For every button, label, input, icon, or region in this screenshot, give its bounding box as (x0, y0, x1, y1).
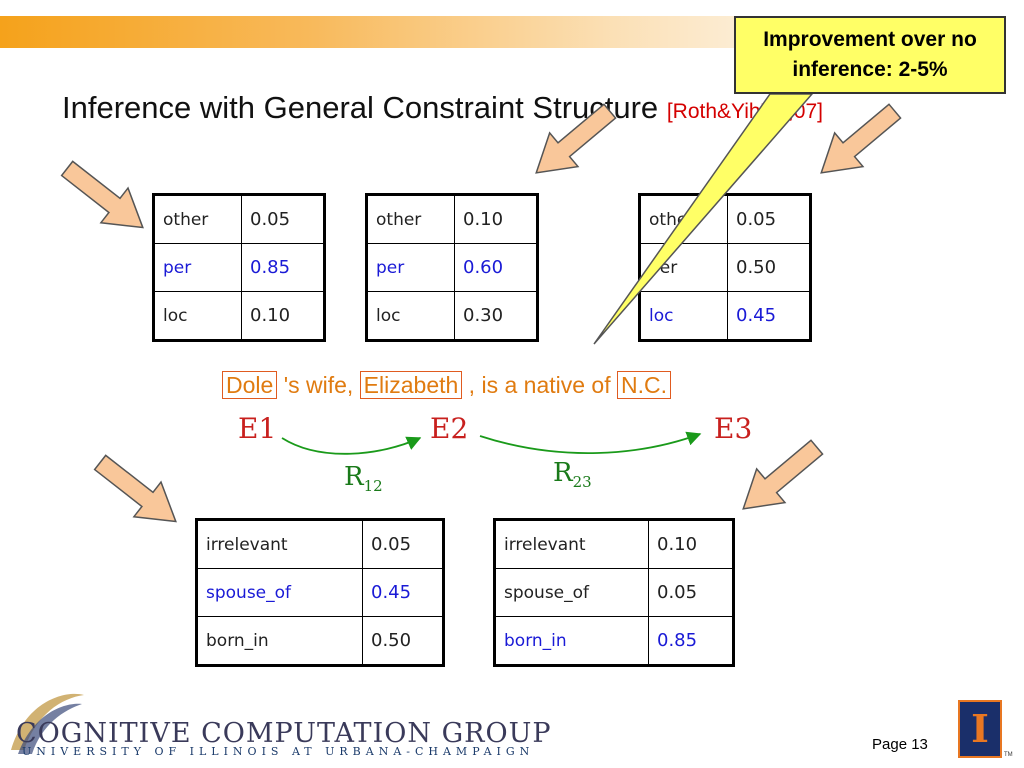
table-cell-label: born_in (494, 616, 649, 666)
illinois-logo-icon: I (958, 700, 1002, 758)
entity-label-e1: E1 (238, 412, 277, 445)
block-arrow-icon (85, 444, 191, 540)
table-cell-value: 0.05 (362, 519, 444, 569)
table-cell-label: loc (153, 291, 242, 341)
entity-label-e3: E3 (714, 412, 753, 445)
callout-pointer (593, 93, 814, 345)
block-arrow-icon (521, 93, 625, 191)
logo-line-2: UNIVERSITY OF ILLINOIS AT URBANA-CHAMPAI… (22, 745, 535, 758)
table-cell-label: loc (639, 291, 728, 341)
page-number: Page 13 (872, 736, 928, 753)
table-cell-value: 0.45 (727, 291, 811, 341)
relation-arrow-r12 (281, 436, 422, 455)
block-arrow-icon (52, 150, 158, 246)
table-cell-label: other (366, 194, 455, 244)
table-cell-label: spouse_of (196, 568, 363, 617)
relation-label-r23: R23 (553, 458, 592, 492)
block-arrow-icon (728, 429, 832, 527)
entity-mention-elizabeth: Elizabeth (359, 371, 463, 399)
table-cell-value: 0.05 (648, 568, 734, 617)
table-cell-value: 0.50 (362, 616, 444, 666)
table-cell-value: 0.85 (648, 616, 734, 666)
table-cell-label: spouse_of (494, 568, 649, 617)
relation-label-r12: R12 (344, 462, 383, 496)
swoosh-icon (11, 693, 84, 754)
table-cell-value: 0.30 (454, 291, 538, 341)
improvement-callout: Improvement over no inference: 2-5% (734, 16, 1006, 94)
table-cell-value: 0.45 (362, 568, 444, 617)
sentence-text: 's wife, (277, 372, 360, 398)
table-cell-value: 0.10 (241, 291, 325, 341)
entity-mention-dole: Dole (222, 371, 278, 399)
block-arrow-icon (806, 93, 910, 191)
example-sentence: Dole 's wife, Elizabeth , is a native of… (222, 371, 671, 399)
table-cell-value: 0.05 (727, 194, 811, 244)
relation-arrow-r23 (479, 431, 702, 454)
table-cell-value: 0.05 (241, 194, 325, 244)
table-cell-value: 0.10 (454, 194, 538, 244)
entity-label-e2: E2 (430, 412, 469, 445)
trademark-mark: TM (1004, 752, 1013, 758)
logo-line-1: COGNITIVE COMPUTATION GROUP (16, 718, 552, 749)
title-text: Inference with General Constraint Struct… (62, 90, 659, 125)
table-cell-value: 0.85 (241, 243, 325, 292)
cognitive-computation-group-logo: COGNITIVE COMPUTATION GROUP UNIVERSITY O… (6, 690, 551, 760)
slide-title: Inference with General Constraint Struct… (62, 90, 823, 126)
table-cell-label: born_in (196, 616, 363, 666)
table-cell-value: 0.50 (727, 243, 811, 292)
sentence-text: , is a native of (462, 372, 617, 398)
entity-mention-nc: N.C. (617, 371, 671, 399)
